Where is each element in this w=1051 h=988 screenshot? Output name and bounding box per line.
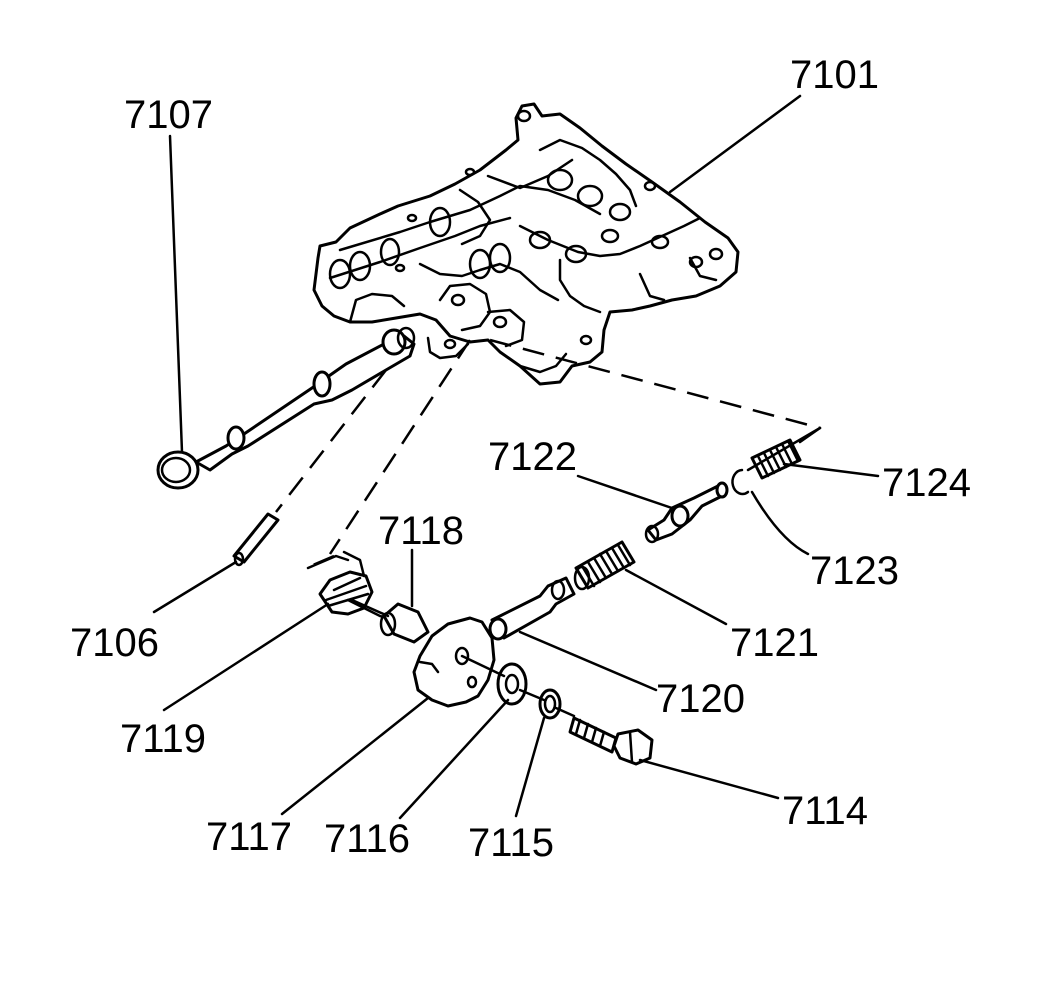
callout-7116: 7116 <box>324 817 410 861</box>
callout-7120: 7120 <box>656 677 745 721</box>
part-7115-snap-ring <box>538 688 562 720</box>
callout-7107: 7107 <box>124 93 213 137</box>
callout-labels: 7101 7107 7122 7124 7118 7123 7106 7121 … <box>70 53 971 865</box>
leader-7106 <box>152 560 238 614</box>
callout-7101: 7101 <box>790 53 879 97</box>
leader-7121 <box>624 568 728 626</box>
callout-7106: 7106 <box>70 621 159 665</box>
leader-7122 <box>576 474 674 510</box>
callout-7123: 7123 <box>810 549 899 593</box>
part-7117-lever <box>412 616 496 708</box>
part-7122-valve <box>644 481 729 544</box>
callout-7118: 7118 <box>378 509 464 553</box>
callout-7114: 7114 <box>782 789 868 833</box>
assembly-lines <box>275 338 822 718</box>
leader-7117 <box>280 696 430 816</box>
callout-7124: 7124 <box>882 461 971 505</box>
part-7101-valve-body <box>312 102 740 386</box>
callout-7119: 7119 <box>120 717 206 761</box>
part-7116-washer <box>496 662 528 706</box>
part-7114-bolt <box>568 716 654 766</box>
part-7123-clip <box>731 468 750 496</box>
leader-7115 <box>514 716 546 818</box>
leader-lines <box>152 94 880 820</box>
part-7107-valve-spool <box>156 326 416 490</box>
callout-7117: 7117 <box>206 815 292 859</box>
leader-7107 <box>168 134 184 454</box>
callout-7121: 7121 <box>730 621 819 665</box>
leader-7119 <box>162 602 330 712</box>
leader-7114 <box>638 758 780 800</box>
part-7118-bushing <box>379 602 430 644</box>
part-7121-spring <box>573 540 636 591</box>
part-7106-roll-pin <box>232 512 280 567</box>
part-7120-plunger <box>488 576 576 641</box>
leader-7123 <box>750 490 810 556</box>
leader-7116 <box>398 698 510 820</box>
callout-7115: 7115 <box>468 821 554 865</box>
leader-7120 <box>518 630 658 692</box>
callout-7122: 7122 <box>488 435 577 479</box>
part-7124-spring <box>750 438 802 480</box>
leader-7124 <box>782 462 880 478</box>
leader-7101 <box>668 94 802 194</box>
